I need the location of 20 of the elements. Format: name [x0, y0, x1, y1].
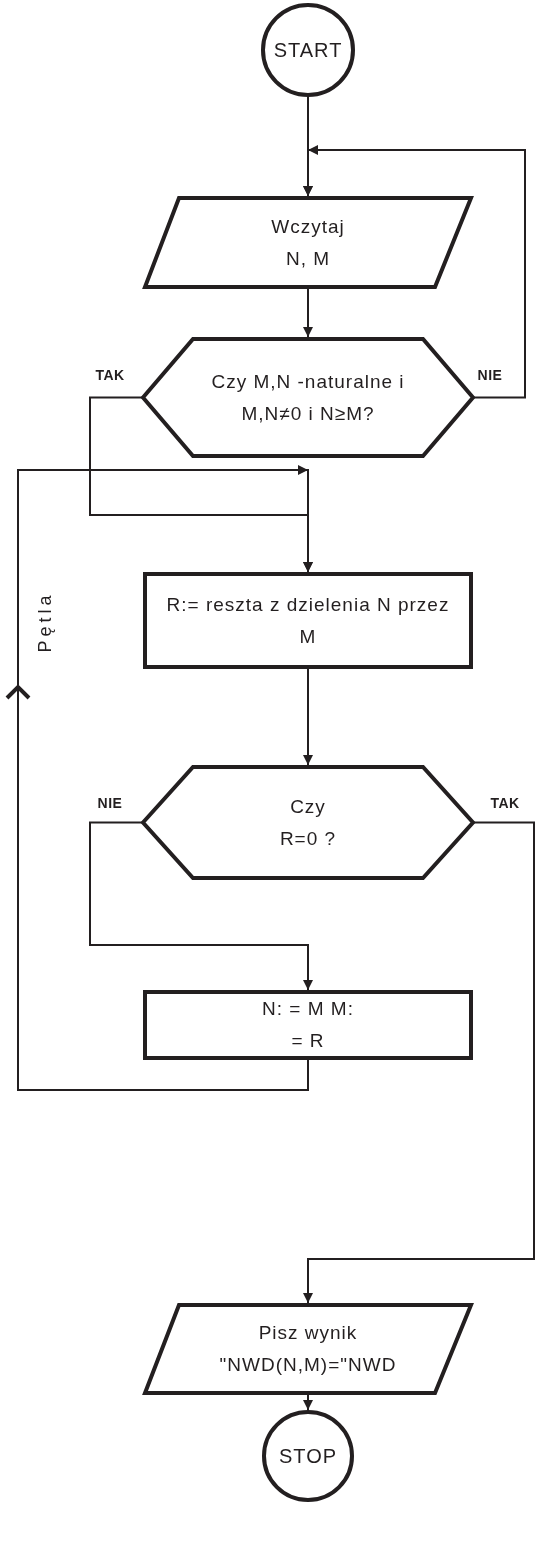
edge-label: TAK: [94, 367, 126, 383]
node-label: START: [272, 38, 344, 63]
output-parallelogram: [143, 1303, 473, 1395]
node-label: Pisz wynik "NWD(N,M)="NWD: [218, 1320, 398, 1377]
node-label: Czy R=0 ?: [278, 794, 338, 851]
node-label: Wczytaj N, M: [270, 214, 346, 271]
edge-label: NIE: [476, 367, 504, 383]
node-label: STOP: [277, 1444, 339, 1469]
process-box: [143, 572, 473, 669]
decision-hexagon: [143, 337, 473, 458]
node-label: R:= reszta z dzielenia N przez M: [165, 592, 451, 649]
start-terminal: [261, 3, 355, 97]
stop-terminal: [262, 1410, 354, 1502]
edge-label: TAK: [489, 795, 521, 811]
process-box: [143, 990, 473, 1060]
node-label: Czy M,N -naturalne i M,N≠0 i N≥M?: [210, 369, 406, 426]
decision-hexagon: [143, 765, 473, 880]
input-parallelogram: [143, 196, 473, 289]
node-label: N: = M M: = R: [261, 996, 355, 1053]
edge-label: NIE: [96, 795, 124, 811]
